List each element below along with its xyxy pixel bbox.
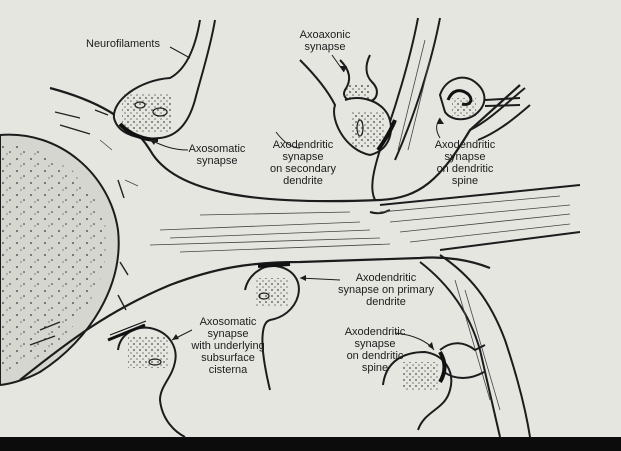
label-axodendritic-secondary: Axodendritic synapse on secondary dendri…	[269, 139, 337, 187]
terminal-axosomatic-bottom	[107, 320, 186, 438]
label-axoaxonic-synapse: Axoaxonic synapse	[299, 29, 351, 53]
nucleus	[0, 133, 120, 387]
label-axosomatic-subsurface: Axosomatic synapse with underlying subsu…	[191, 316, 265, 376]
arrow-heads	[150, 66, 444, 350]
label-axodendritic-spine-bottom: Axodendritic synapse on dendritic spine	[344, 326, 406, 374]
label-neurofilaments: Neurofilaments	[86, 38, 160, 50]
upper-right-dendrite	[469, 87, 531, 141]
main-dendrite	[369, 184, 581, 251]
label-axodendritic-spine-top: Axodendritic synapse on dendritic spine	[434, 139, 496, 187]
terminal-spine-bottom	[382, 342, 486, 431]
frame-bottom	[0, 437, 621, 451]
terminal-axosomatic-top	[112, 19, 216, 142]
terminal-axodendritic-primary	[244, 262, 300, 391]
cytoplasm-organelles	[29, 109, 129, 346]
lower-right-dendrite	[419, 254, 531, 438]
label-axodendritic-primary: Axodendritic synapse on primary dendrite	[338, 272, 434, 308]
terminal-axoaxonic	[339, 54, 378, 104]
label-axosomatic-synapse-top: Axosomatic synapse	[188, 143, 246, 167]
terminal-spine-top	[438, 76, 521, 121]
terminal-axodendritic-secondary	[299, 59, 397, 157]
